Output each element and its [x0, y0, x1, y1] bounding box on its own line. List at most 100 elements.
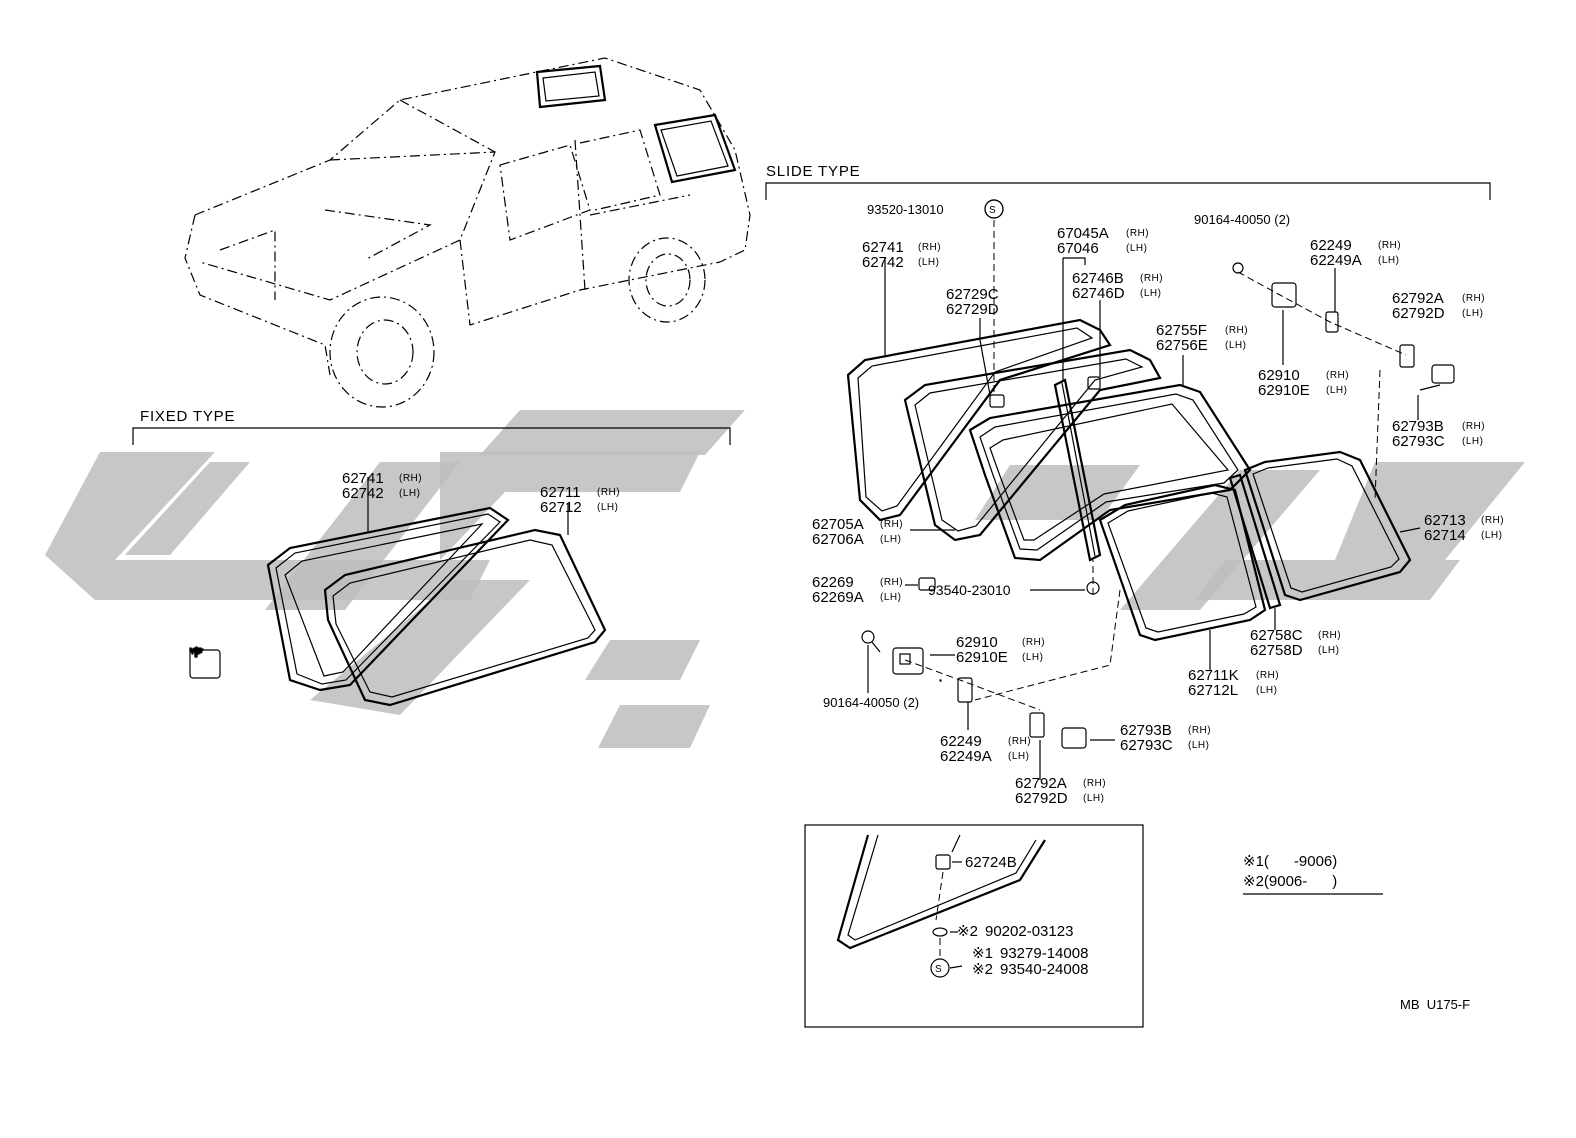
part-62910E-bottom: 62910E — [956, 649, 1008, 666]
part-62792D-top: 62792D — [1392, 305, 1445, 322]
part-62793B-top: 62793B — [1392, 418, 1444, 435]
part-62729C: 62729C — [946, 286, 999, 303]
side-rh-label: (RH) — [1318, 630, 1341, 641]
side-rh-label: (RH) — [1462, 293, 1485, 304]
part-90164-40050-bottom: 90164-40050 (2) — [823, 695, 919, 710]
side-rh-label: (RH) — [1126, 228, 1149, 239]
s-symbol-detail: S — [935, 964, 942, 975]
part-93540-23010: 93540-23010 — [928, 582, 1011, 598]
side-lh-label: (LH) — [880, 534, 901, 545]
part-62729D: 62729D — [946, 301, 999, 318]
side-lh-label: (LH) — [1462, 308, 1483, 319]
side-lh-label: (LH) — [1462, 436, 1483, 447]
side-lh-label: (LH) — [1022, 652, 1043, 663]
part-62713: 62713 — [1424, 512, 1466, 529]
legend-line-1: ※1( -9006) — [1243, 853, 1337, 870]
part-62792A-bottom: 62792A — [1015, 775, 1067, 792]
part-62249A-bottom: 62249A — [940, 748, 992, 765]
note-mark-2a: ※2 — [957, 923, 978, 940]
side-lh-label: (LH) — [1256, 685, 1277, 696]
part-67045A: 67045A — [1057, 225, 1109, 242]
part-62724B: 62724B — [965, 854, 1017, 871]
s-symbol-top: S — [989, 205, 996, 216]
part-62746D: 62746D — [1072, 285, 1125, 302]
side-rh-label: (RH) — [1140, 273, 1163, 284]
side-lh-label: (LH) — [1140, 288, 1161, 299]
side-lh-label: (LH) — [1225, 340, 1246, 351]
side-rh-label: (RH) — [1022, 637, 1045, 648]
fixed-part-62741: 62741 — [342, 470, 384, 487]
part-62910-top: 62910 — [1258, 367, 1300, 384]
part-62793C-top: 62793C — [1392, 433, 1445, 450]
detail-box — [804, 824, 1144, 1028]
part-62712L: 62712L — [1188, 682, 1238, 699]
side-rh-label: (RH) — [1225, 325, 1248, 336]
fixed-part-62742: 62742 — [342, 485, 384, 502]
fixed-type-parts — [266, 477, 607, 707]
side-lh-label: (LH) — [880, 592, 901, 603]
fixed-type-heading: FIXED TYPE — [140, 408, 235, 425]
side-rh-label: (RH) — [880, 519, 903, 530]
part-62269: 62269 — [812, 574, 854, 591]
fixed-part-62711: 62711 — [540, 484, 581, 501]
side-rh-label: (RH) — [1083, 778, 1106, 789]
part-93540-24008: 93540-24008 — [1000, 961, 1088, 978]
side-lh-label: (LH) — [1318, 645, 1339, 656]
side-rh-label: (RH) — [1008, 736, 1031, 747]
section-brackets — [132, 182, 1491, 445]
part-62706A: 62706A — [812, 531, 864, 548]
part-62756E: 62756E — [1156, 337, 1208, 354]
part-62742: 62742 — [862, 254, 904, 271]
side-rh-label: (RH) — [880, 577, 903, 588]
side-rh-label: (RH) — [1462, 421, 1485, 432]
fixed-part-62712: 62712 — [540, 499, 582, 516]
part-62792A-top: 62792A — [1392, 290, 1444, 307]
side-rh-label: (RH) — [1256, 670, 1279, 681]
part-62249A-top: 62249A — [1310, 252, 1362, 269]
part-62793B-bottom: 62793B — [1120, 722, 1172, 739]
side-lh-label: (LH) — [1008, 751, 1029, 762]
slide-type-heading: SLIDE TYPE — [766, 163, 860, 180]
part-67046: 67046 — [1057, 240, 1099, 257]
part-62910-bottom: 62910 — [956, 634, 998, 651]
part-62746B: 62746B — [1072, 270, 1124, 287]
part-93520-13010: 93520-13010 — [867, 202, 944, 217]
side-rh-label: (RH) — [1188, 725, 1211, 736]
side-rh-label: (RH) — [1378, 240, 1401, 251]
part-62249-bottom: 62249 — [940, 733, 982, 750]
part-90164-40050-top: 90164-40050 (2) — [1194, 212, 1290, 227]
part-62269A: 62269A — [812, 589, 864, 606]
watermark-logo — [45, 410, 1525, 748]
part-62758C: 62758C — [1250, 627, 1303, 644]
side-lh-label: (LH) — [597, 502, 618, 513]
note-mark-2b: ※2 — [972, 961, 993, 978]
side-lh-label: (LH) — [1188, 740, 1209, 751]
side-lh-label: (LH) — [1326, 385, 1347, 396]
part-62793C-bottom: 62793C — [1120, 737, 1173, 754]
note-mark-1: ※1 — [972, 945, 993, 962]
part-90202-03123: 90202-03123 — [985, 923, 1073, 940]
part-62758D: 62758D — [1250, 642, 1303, 659]
side-rh-label: (RH) — [1326, 370, 1349, 381]
legend-line-2: ※2(9006- ) — [1243, 873, 1337, 890]
side-lh-label: (LH) — [1481, 530, 1502, 541]
part-93279-14008: 93279-14008 — [1000, 945, 1088, 962]
part-62711K: 62711K — [1188, 667, 1239, 684]
side-rh-label: (RH) — [918, 242, 941, 253]
side-rh-label: (RH) — [1481, 515, 1504, 526]
part-62249-top: 62249 — [1310, 237, 1352, 254]
slide-type-parts — [189, 199, 1455, 749]
part-62792D-bottom: 62792D — [1015, 790, 1068, 807]
part-62714: 62714 — [1424, 527, 1466, 544]
side-lh-label: (LH) — [399, 488, 420, 499]
slide-leader-lines — [867, 220, 1441, 780]
side-lh-label: (LH) — [1378, 255, 1399, 266]
side-lh-label: (LH) — [1083, 793, 1104, 804]
side-rh-label: (RH) — [399, 473, 422, 484]
hinge-hardware — [861, 630, 924, 675]
part-62910E-top: 62910E — [1258, 382, 1310, 399]
part-62705A: 62705A — [812, 516, 864, 533]
side-rh-label: (RH) — [597, 487, 620, 498]
part-62755F: 62755F — [1156, 322, 1207, 339]
